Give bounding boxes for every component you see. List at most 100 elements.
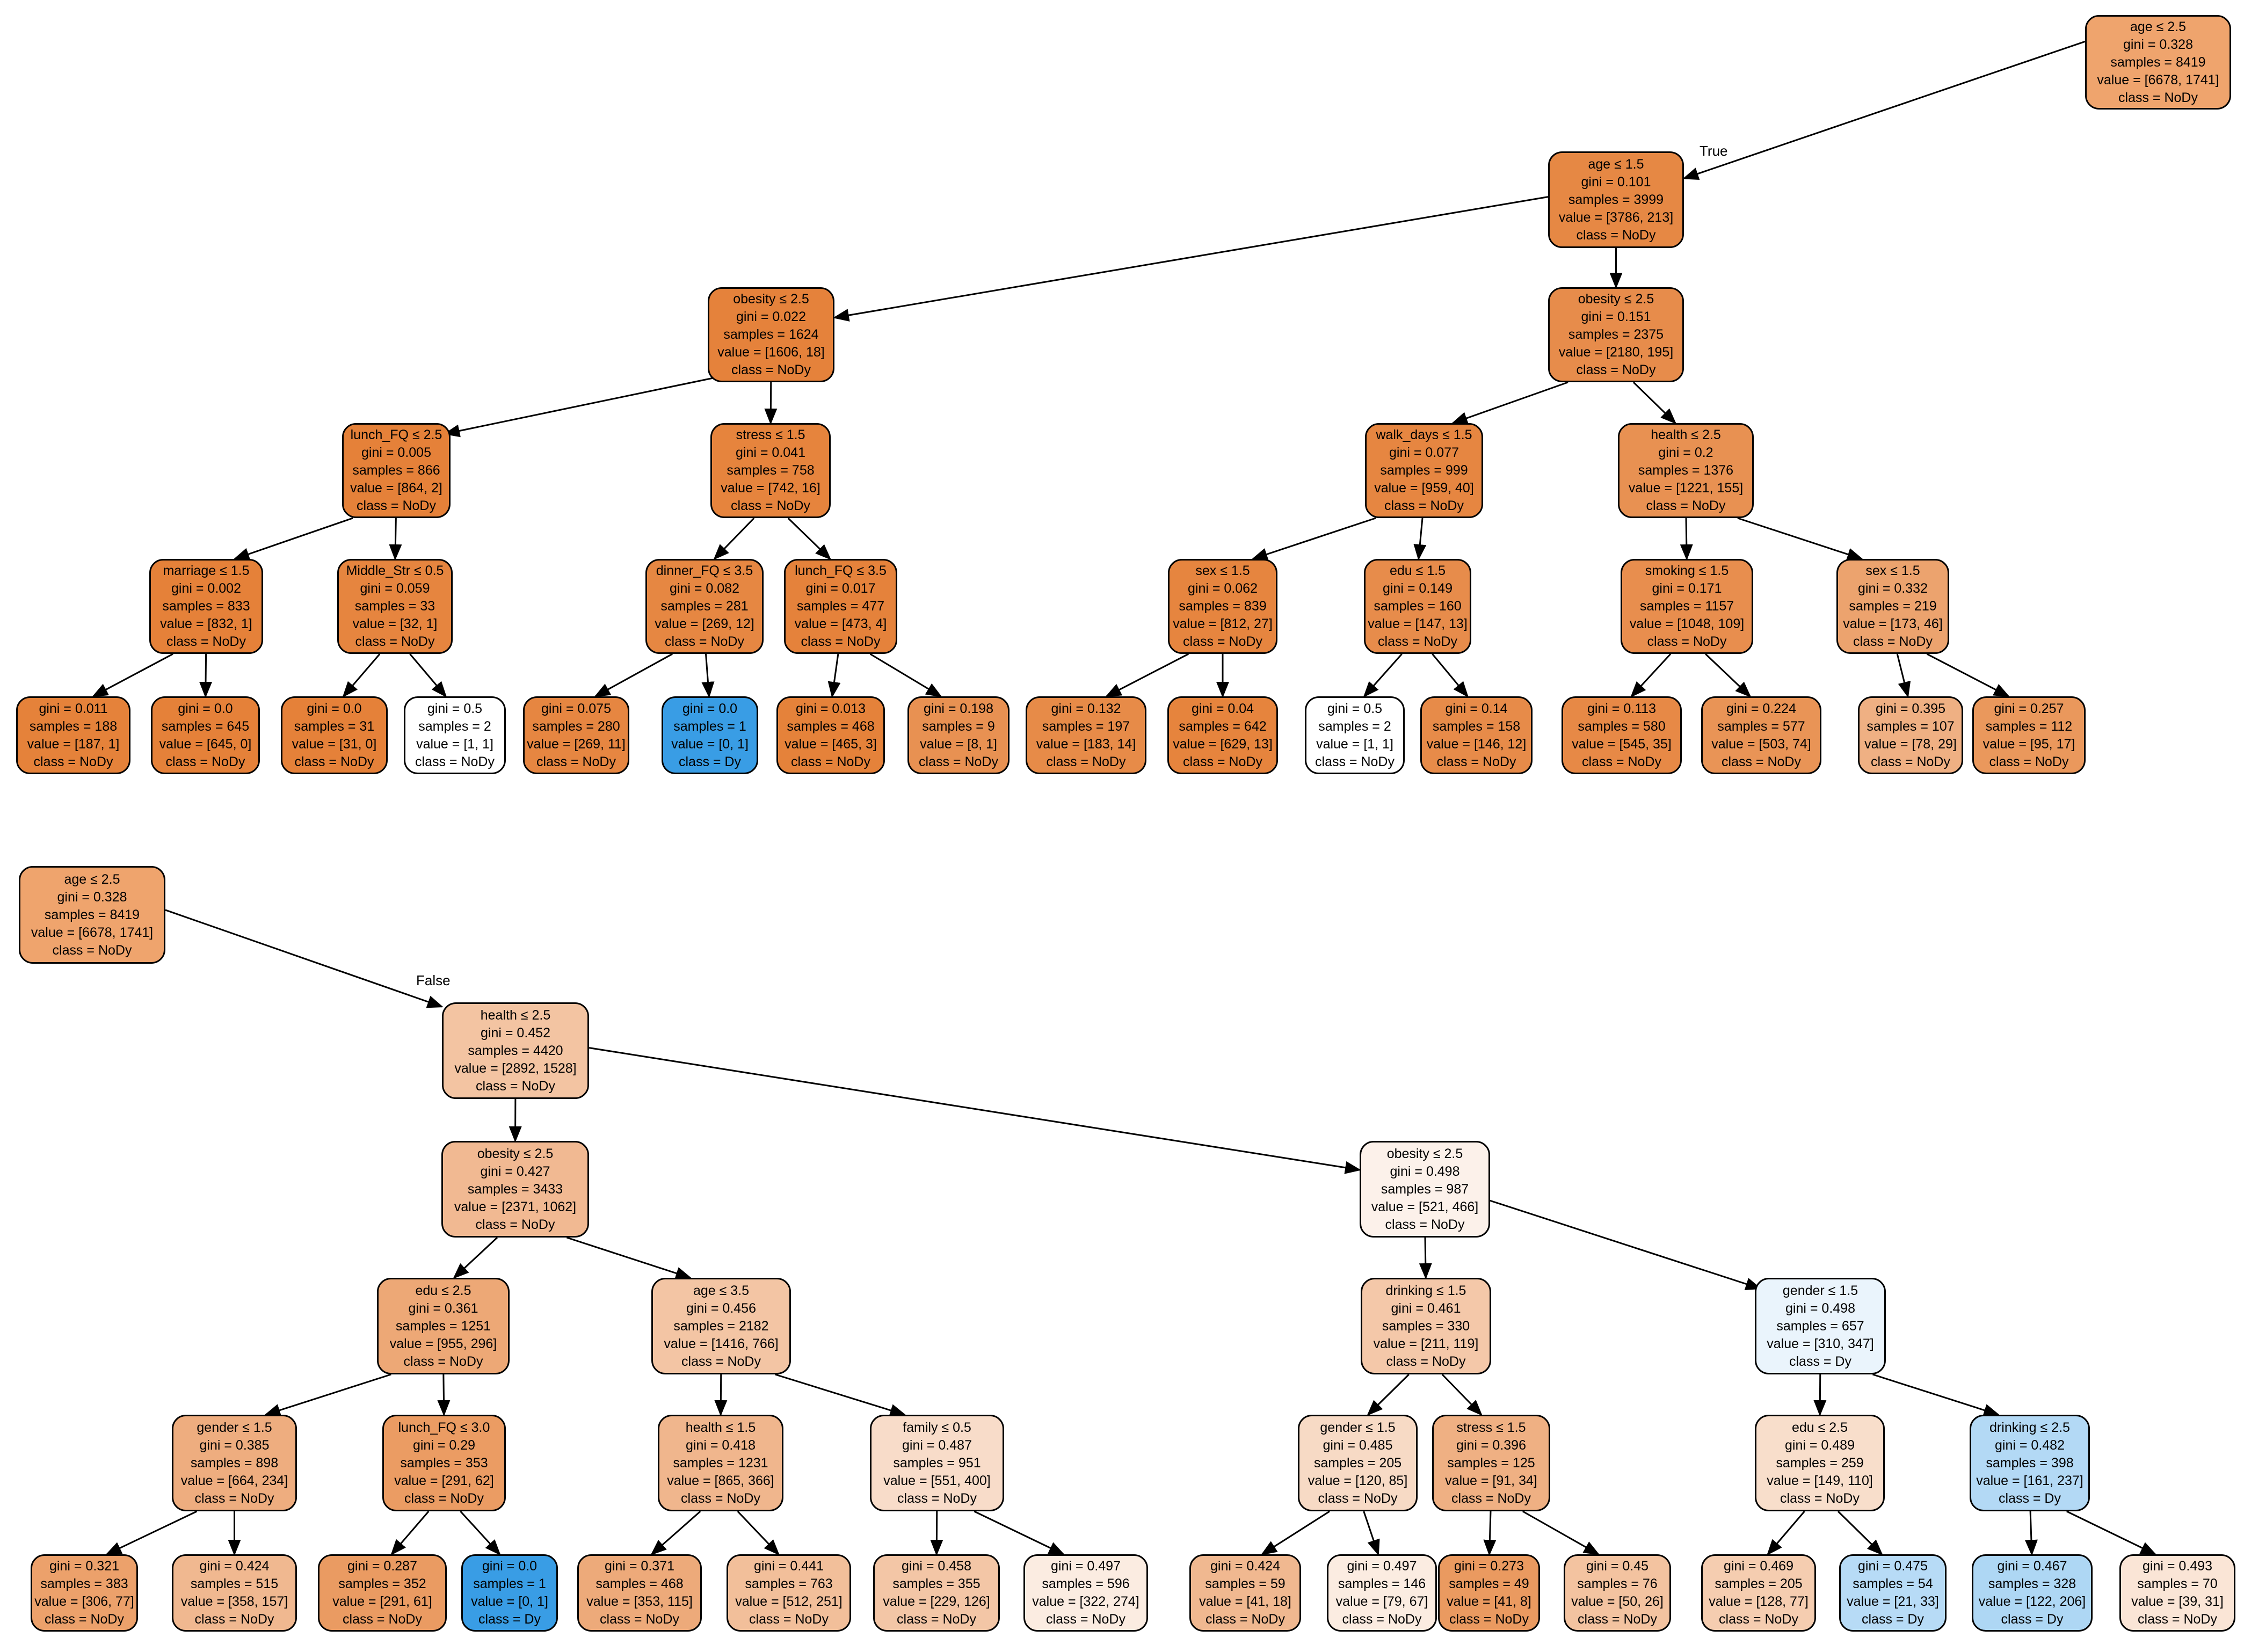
- edge-f0-f1: [165, 909, 444, 1008]
- node-line: class = NoDy: [52, 942, 132, 958]
- node-line: samples = 657: [1776, 1318, 1864, 1334]
- node-line: samples = 352: [338, 1576, 426, 1591]
- node-line: gender ≤ 1.5: [1782, 1283, 1858, 1298]
- node-line: gini = 0.04: [1191, 701, 1254, 716]
- node-line: samples = 951: [893, 1455, 981, 1471]
- node-line: gini = 0.0: [307, 701, 362, 716]
- node-line: samples = 125: [1447, 1455, 1535, 1471]
- node-line: gini = 0.458: [902, 1559, 971, 1574]
- node-line: value = [39, 31]: [2131, 1594, 2224, 1609]
- node-line: gini = 0.418: [686, 1437, 756, 1453]
- node-line: value = [629, 13]: [1173, 736, 1273, 752]
- node-line: class = NoDy: [731, 362, 811, 377]
- node-line: gini = 0.45: [1586, 1559, 1649, 1574]
- node-line: samples = 398: [1986, 1455, 2074, 1471]
- node-line: gini = 0.059: [360, 581, 430, 596]
- node-line: gini = 0.441: [754, 1559, 824, 1574]
- edge-t0-t1: [1682, 40, 2086, 180]
- node-line: class = NoDy: [897, 1490, 977, 1506]
- node-line: samples = 642: [1179, 718, 1267, 734]
- node-line: Middle_Str ≤ 0.5: [346, 563, 444, 578]
- node-line: samples = 188: [29, 718, 118, 734]
- node-line: class = NoDy: [166, 634, 246, 649]
- node-line: samples = 146: [1338, 1576, 1426, 1591]
- node-line: class = NoDy: [475, 1217, 555, 1232]
- node-line: value = [1606, 18]: [717, 345, 825, 360]
- edge-f14-f28: [1767, 1511, 1805, 1556]
- node-line: samples = 8419: [2110, 54, 2206, 70]
- edge-f6-f12: [1367, 1373, 1410, 1416]
- node-line: gini = 0.273: [1454, 1559, 1524, 1574]
- node-line: value = [465, 3]: [785, 736, 877, 752]
- node-line: gini = 0.149: [1383, 581, 1453, 596]
- edge-label-true: True: [1700, 143, 1728, 159]
- node-line: gini = 0.467: [1997, 1559, 2067, 1574]
- node-line: samples = 596: [1042, 1576, 1130, 1591]
- node-line: samples = 577: [1717, 718, 1805, 734]
- node-line: class = NoDy: [1451, 1490, 1531, 1506]
- node-line: gini = 0.132: [1051, 701, 1121, 716]
- node-line: edu ≤ 2.5: [415, 1283, 471, 1298]
- node-line: gini = 0.005: [361, 445, 431, 460]
- edge-t13-t26: [1363, 653, 1403, 698]
- node-line: class = NoDy: [194, 1612, 274, 1627]
- node-line: class = NoDy: [665, 634, 744, 649]
- node-line: samples = 328: [1988, 1576, 2076, 1591]
- edge-t12-t24: [1105, 653, 1189, 697]
- node-line: drinking ≤ 1.5: [1385, 1283, 1466, 1298]
- edge-t11-t22: [827, 653, 841, 698]
- node-line: gini = 0.469: [1724, 1559, 1793, 1574]
- node-line: class = NoDy: [1046, 1612, 1125, 1627]
- node-line: class = NoDy: [1386, 1353, 1466, 1369]
- node-line: class = NoDy: [600, 1612, 679, 1627]
- node-line: samples = 477: [796, 599, 885, 614]
- node-line: age ≤ 2.5: [2130, 19, 2187, 34]
- node-line: class = NoDy: [2118, 90, 2198, 105]
- edge-t14-t29: [1705, 653, 1752, 698]
- node-line: samples = 8419: [44, 907, 140, 922]
- node-line: gini = 0.489: [1785, 1437, 1855, 1453]
- node-line: gini = 0.361: [408, 1300, 478, 1316]
- node-line: value = [512, 251]: [735, 1594, 843, 1609]
- node-line: gini = 0.396: [1456, 1437, 1526, 1453]
- node-line: gini = 0.456: [686, 1300, 756, 1316]
- node-line: class = NoDy: [1449, 1612, 1529, 1627]
- node-line: gini = 0.082: [670, 581, 739, 596]
- edge-f3-f7: [1484, 1198, 1762, 1291]
- edge-label-false: False: [416, 972, 451, 988]
- node-line: samples = 645: [161, 718, 250, 734]
- node-line: value = [0, 1]: [671, 736, 749, 752]
- node-line: class = NoDy: [403, 1353, 483, 1369]
- node-line: class = NoDy: [343, 1612, 422, 1627]
- node-line: gini = 0.385: [199, 1437, 270, 1453]
- node-line: samples = 160: [1374, 599, 1462, 614]
- node-line: gini = 0.041: [736, 445, 805, 460]
- node-line: samples = 49: [1449, 1576, 1529, 1591]
- edge-t4-t8: [233, 517, 353, 561]
- node-line: samples = 758: [727, 463, 815, 478]
- node-line: gini = 0.461: [1391, 1300, 1461, 1316]
- node-line: samples = 2375: [1568, 327, 1664, 342]
- node-line: value = [3786, 213]: [1558, 209, 1674, 225]
- node-line: value = [50, 26]: [1571, 1594, 1664, 1609]
- node-line: samples = 281: [660, 599, 749, 614]
- node-line: value = [521, 466]: [1371, 1199, 1479, 1214]
